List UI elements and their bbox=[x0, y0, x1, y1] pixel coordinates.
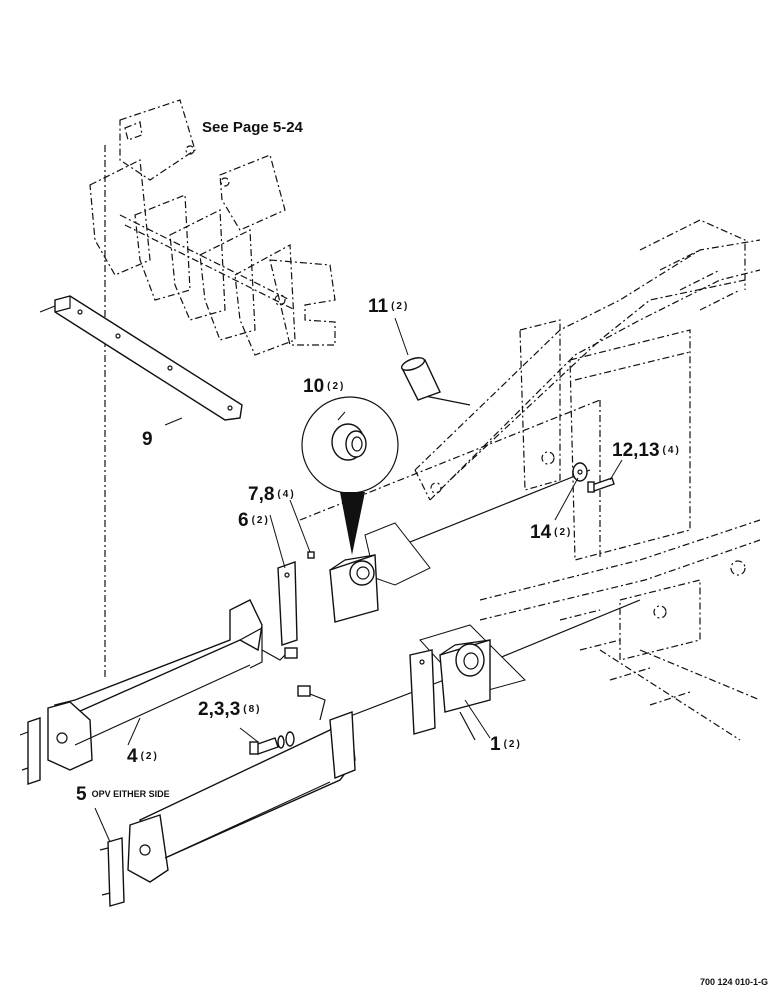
bearing-block-upper bbox=[329, 554, 379, 623]
part-14-washer bbox=[572, 462, 588, 482]
reference-arm-assembly bbox=[89, 99, 336, 680]
callout-12-13: 12,13(4) bbox=[612, 440, 681, 461]
part-9-strap bbox=[39, 295, 243, 421]
part-11-pin bbox=[400, 357, 441, 401]
leader-lines bbox=[94, 317, 623, 843]
part-6-bracket-upper bbox=[277, 561, 298, 646]
part-1-bearing-block bbox=[439, 639, 491, 741]
reference-note: See Page 5-24 bbox=[202, 119, 304, 136]
bracket-lower bbox=[409, 649, 436, 735]
callout-14: 14(2) bbox=[530, 522, 572, 543]
callout-4: 4(2) bbox=[127, 746, 159, 767]
part-7-screw bbox=[307, 551, 315, 559]
callout-2-3-3: 2,3,3(8) bbox=[198, 699, 262, 720]
callout-6: 6(2) bbox=[238, 510, 270, 531]
part-10-bushing-detail bbox=[301, 396, 399, 555]
callout-labels: See Page 5-24 11(2) 10(2) 9 7,8(4) 6(2) … bbox=[76, 119, 768, 987]
part-4-beam-upper bbox=[19, 599, 298, 785]
baler-frame-reference bbox=[414, 219, 761, 741]
part-2-bolt-washers bbox=[249, 731, 295, 755]
drawing-code: 700 124 010-1-G bbox=[700, 977, 768, 987]
part-12-bolt bbox=[587, 477, 615, 493]
callout-7-8: 7,8(4) bbox=[248, 484, 296, 505]
callout-9: 9 bbox=[142, 429, 153, 450]
beam-lower bbox=[127, 685, 356, 883]
callout-1: 1(2) bbox=[490, 734, 522, 755]
part-5-bracket bbox=[99, 837, 125, 907]
callout-10: 10(2) bbox=[303, 376, 345, 397]
callout-11: 11(2) bbox=[368, 296, 409, 317]
